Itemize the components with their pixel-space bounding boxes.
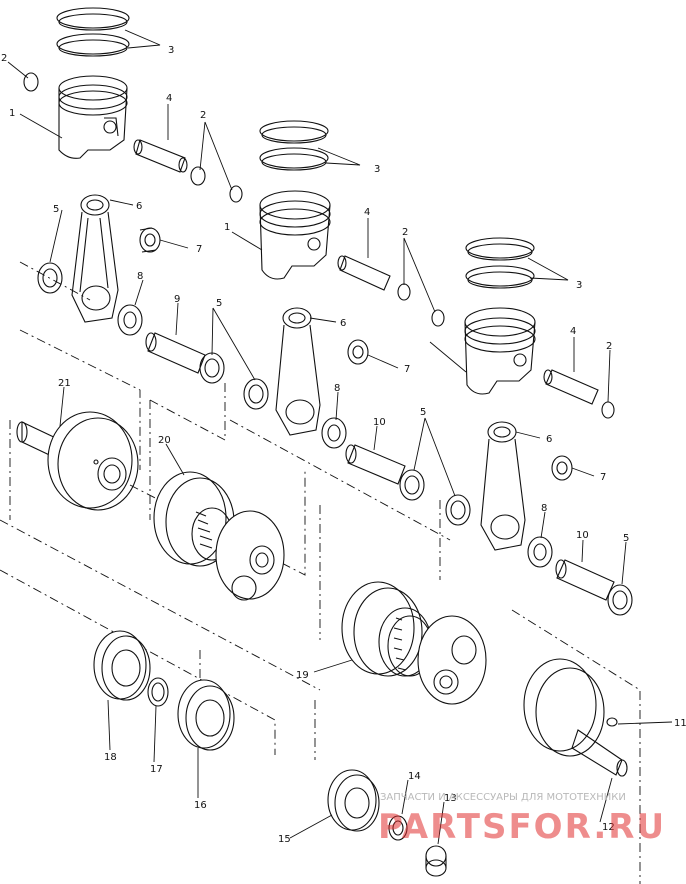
callout-17: 17 — [150, 764, 163, 775]
callout-5: 5 — [623, 533, 629, 544]
callout-4: 4 — [364, 207, 370, 218]
piston-2 — [259, 190, 331, 280]
piston-pin-3 — [543, 369, 599, 405]
piston-rings-2 — [259, 120, 361, 171]
needle-bearing-7a — [139, 227, 161, 253]
callout-12: 12 — [602, 822, 615, 833]
callout-15: 15 — [278, 834, 291, 845]
callout-7: 7 — [196, 244, 202, 255]
crank-gear-19 — [341, 581, 487, 705]
piston-pin-1 — [133, 139, 188, 173]
callout-14: 14 — [408, 771, 421, 782]
bushing-13 — [425, 845, 447, 877]
needle-bearing-8a — [117, 304, 143, 336]
bearing-15 — [327, 769, 380, 832]
callout-7: 7 — [404, 364, 410, 375]
piston-rings-3 — [465, 237, 569, 289]
callout-4: 4 — [166, 93, 172, 104]
washer-5a — [37, 262, 63, 294]
callout-3: 3 — [576, 280, 582, 291]
washer-5c — [399, 469, 471, 526]
crank-end-11-12 — [523, 658, 628, 777]
callout-2: 2 — [1, 53, 7, 64]
circlip-1b — [190, 166, 243, 203]
leader-lines — [7, 61, 673, 845]
callout-9: 9 — [174, 294, 180, 305]
needle-bearing-8c — [527, 536, 553, 568]
callout-7: 7 — [600, 472, 606, 483]
callout-1: 1 — [9, 108, 15, 119]
pin-9 — [145, 332, 206, 374]
conrod-1 — [71, 194, 119, 323]
callout-6: 6 — [546, 434, 552, 445]
bearing-18 — [93, 630, 151, 701]
pin-10a — [345, 444, 406, 485]
callout-8: 8 — [541, 503, 547, 514]
callout-4: 4 — [570, 326, 576, 337]
crank-end-21 — [16, 411, 139, 511]
bearing-16 — [177, 679, 235, 751]
circlip-3 — [601, 401, 615, 419]
callout-6: 6 — [340, 318, 346, 329]
callout-11: 11 — [674, 718, 686, 729]
callout-10: 10 — [373, 417, 386, 428]
callout-5: 5 — [216, 298, 222, 309]
callout-19: 19 — [296, 670, 309, 681]
callout-2: 2 — [200, 110, 206, 121]
callout-3: 3 — [374, 164, 380, 175]
callout-2: 2 — [606, 341, 612, 352]
callout-6: 6 — [136, 201, 142, 212]
conrod-3 — [480, 421, 526, 551]
callout-10: 10 — [576, 530, 589, 541]
watermark-subtitle: ЗАПЧАСТИ И АКСЕССУАРЫ ДЛЯ МОТОТЕХНИКИ — [380, 792, 626, 803]
needle-bearing-7b — [347, 339, 369, 365]
watermark: ЗАПЧАСТИ И АКСЕССУАРЫ ДЛЯ МОТОТЕХНИКИ PA… — [378, 792, 666, 847]
seal-14 — [388, 815, 408, 841]
circlip-2 — [397, 283, 445, 327]
callout-20: 20 — [158, 435, 171, 446]
conrod-2 — [275, 307, 321, 436]
needle-bearing-7c — [551, 455, 573, 481]
callout-3: 3 — [168, 45, 174, 56]
callout-8: 8 — [334, 383, 340, 394]
assembly-lines — [0, 261, 641, 884]
piston-3 — [464, 307, 536, 395]
callout-16: 16 — [194, 800, 207, 811]
callout-5: 5 — [420, 407, 426, 418]
callout-1: 1 — [224, 222, 230, 233]
washer-5d — [607, 584, 633, 616]
callout-2: 2 — [402, 227, 408, 238]
needle-bearing-8b — [321, 417, 347, 449]
crank-web-20 — [153, 471, 285, 601]
seal-17 — [147, 677, 169, 707]
watermark-brand: PARTSFOR.RU — [378, 807, 666, 847]
callout-18: 18 — [104, 752, 117, 763]
callouts: 2 1 3 4 2 3 1 6 5 7 8 9 5 4 2 3 6 7 8 10… — [1, 45, 686, 845]
washer-5b — [199, 352, 269, 410]
callout-21: 21 — [58, 378, 71, 389]
callout-8: 8 — [137, 271, 143, 282]
pin-10b — [555, 559, 615, 601]
callout-13: 13 — [444, 793, 457, 804]
piston-1 — [58, 75, 128, 159]
circlip-1a — [23, 72, 39, 92]
piston-pin-2 — [337, 255, 391, 291]
callout-5: 5 — [53, 204, 59, 215]
piston-rings-1 — [56, 7, 161, 57]
